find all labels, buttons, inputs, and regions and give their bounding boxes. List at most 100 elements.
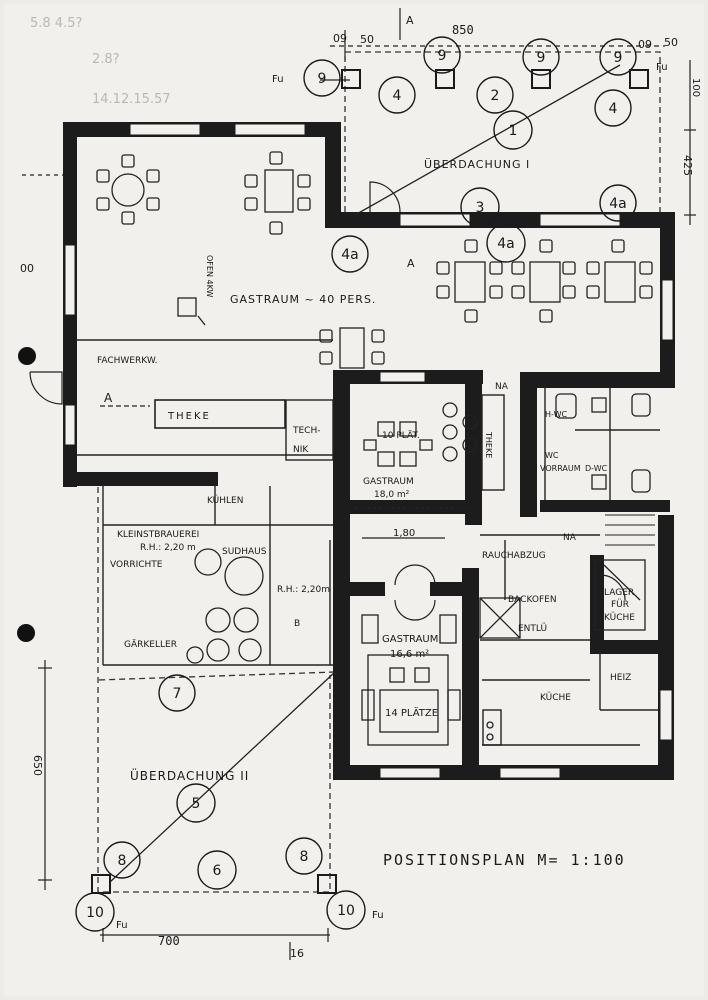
dim-left-650: 650 <box>31 755 44 776</box>
label-kuehlen: KÜHLEN <box>207 495 243 506</box>
marker-pos-4a-c <box>599 184 637 222</box>
marker-pos-2 <box>476 76 514 114</box>
marker-pos-8-a <box>103 841 141 879</box>
columns <box>91 69 649 894</box>
marker-pos-10-b <box>326 890 366 930</box>
label-fu-2: Fu <box>656 62 668 73</box>
label-pos-3: 3 <box>476 200 485 216</box>
dim-right-425: 425 <box>681 155 694 176</box>
label-pos-9-d: 9 <box>614 50 623 66</box>
label-g14-name: GASTRAUM <box>382 634 438 645</box>
label-pos-9-a: 9 <box>318 71 327 87</box>
dim-corridor-180: 1,80 <box>393 528 415 539</box>
label-rauchabzug: RAUCHABZUG <box>482 551 546 561</box>
label-pos-10-b: 10 <box>337 903 355 919</box>
marker-pos-9-d <box>599 38 637 76</box>
label-ueberdachung-2: ÜBERDACHUNG II <box>130 767 249 783</box>
marker-pos-9-c <box>522 38 560 76</box>
dim-top-width: 850 <box>452 23 474 37</box>
wall-windows <box>64 123 674 779</box>
label-ueberdachung-1: ÜBERDACHUNG I <box>424 158 530 171</box>
dimension-lines <box>22 8 696 960</box>
label-pos-9-c: 9 <box>537 50 546 66</box>
door-swings <box>29 181 626 621</box>
label-rh-small: B <box>294 619 300 629</box>
theke-side-counter <box>481 394 505 491</box>
dim-top-50-left: 50 <box>360 33 374 46</box>
label-heiz: HEIZ <box>610 673 631 683</box>
marker-pos-9-b <box>423 36 461 74</box>
label-pos-6: 6 <box>213 863 222 879</box>
dim-top-offset-left: 09 <box>333 32 347 45</box>
pencil-note-1: 5.8 4.5? <box>30 16 82 31</box>
label-kueche: KÜCHE <box>540 692 571 703</box>
label-na-top: NA <box>495 382 509 392</box>
label-pos-1: 1 <box>509 123 518 139</box>
interior-lines <box>77 339 660 746</box>
label-g10-name: GASTRAUM <box>363 477 414 487</box>
binder-hole-top <box>18 347 36 365</box>
label-pos-4-b: 4 <box>609 101 618 117</box>
label-wc-2: VORRAUM <box>540 464 581 473</box>
label-pos-9-b: 9 <box>438 48 447 64</box>
label-wc-3: D-WC <box>585 464 608 473</box>
marker-pos-10-a <box>75 892 115 932</box>
stair-hatch <box>605 514 655 546</box>
label-pos-4a-a: 4a <box>341 247 359 263</box>
label-technik-1: TECH- <box>292 426 320 436</box>
marker-pos-1 <box>493 110 533 150</box>
label-rh-220: R.H.: 2,20m <box>277 585 330 595</box>
binder-hole-bottom <box>17 624 35 642</box>
marker-pos-6 <box>197 850 237 890</box>
label-pos-2: 2 <box>491 88 500 104</box>
room-labels: ÜBERDACHUNG I ÜBERDACHUNG II GASTRAUM ~ … <box>97 14 668 931</box>
dim-right-100: 100 <box>690 78 701 97</box>
pencil-note-3: 14.12.15.57 <box>92 92 171 107</box>
furniture <box>96 151 653 746</box>
theke-counter <box>154 399 286 429</box>
label-fu-1: Fu <box>272 74 284 85</box>
marker-pos-4-b <box>594 89 632 127</box>
label-lager-2: FÜR <box>611 599 629 610</box>
label-gastraum-main: GASTRAUM ~ 40 PERS. <box>230 293 376 306</box>
label-lager-1: LAGER <box>604 588 634 598</box>
label-kleinst-2: R.H.: 2,20 m <box>140 543 196 553</box>
marker-pos-4a-a <box>331 235 369 273</box>
label-section-a-mid: A <box>407 257 415 270</box>
label-wc-4: WC <box>545 451 559 460</box>
label-vorrichte: VORRICHTE <box>110 560 163 570</box>
dim-top-50-right: 50 <box>664 36 678 49</box>
label-sudhaus: SUDHAUS <box>222 547 267 557</box>
label-pos-5: 5 <box>192 796 201 812</box>
position-labels: 9 9 9 9 4 2 4 1 3 4a 4a 4a 7 5 8 6 8 10 … <box>86 48 627 921</box>
label-lager-3: KÜCHE <box>604 612 635 623</box>
label-na-right: NA <box>563 533 577 543</box>
pencil-note-2: 2.8? <box>92 52 120 67</box>
label-g10-seats: 10 PLÄT. <box>382 430 420 441</box>
label-pos-7: 7 <box>173 686 182 702</box>
label-pos-8-b: 8 <box>300 849 309 865</box>
dim-bottom-700: 700 <box>158 934 180 948</box>
label-gaerkeller: GÄRKELLER <box>124 639 177 650</box>
label-pos-4-a: 4 <box>393 88 402 104</box>
marker-pos-3 <box>460 187 500 227</box>
label-fu-3: Fu <box>116 920 128 931</box>
label-pos-4a-b: 4a <box>497 236 515 252</box>
label-backofen: BACKOFEN <box>508 595 557 605</box>
label-fu-4: Fu <box>372 910 384 921</box>
label-wc-1: H-WC <box>545 410 567 419</box>
plan-title: POSITIONSPLAN M= 1:100 <box>383 851 626 869</box>
dim-top-offset-right: 09 <box>638 38 652 51</box>
label-g14-area: 16,6 m² <box>390 649 429 660</box>
marker-pos-5 <box>176 783 216 823</box>
marker-pos-4a-b <box>486 223 526 263</box>
label-technik-2: NIK <box>293 445 309 455</box>
label-g10-area: 18,0 m² <box>374 490 410 500</box>
label-pos-10-a: 10 <box>86 905 104 921</box>
marker-pos-8-b <box>285 837 323 875</box>
label-section-a-top: A <box>406 14 414 27</box>
label-kleinst-1: KLEINSTBRAUEREI <box>117 530 199 540</box>
label-g14-seats: 14 PLÄTZE <box>385 706 438 719</box>
label-pos-8-a: 8 <box>118 853 127 869</box>
